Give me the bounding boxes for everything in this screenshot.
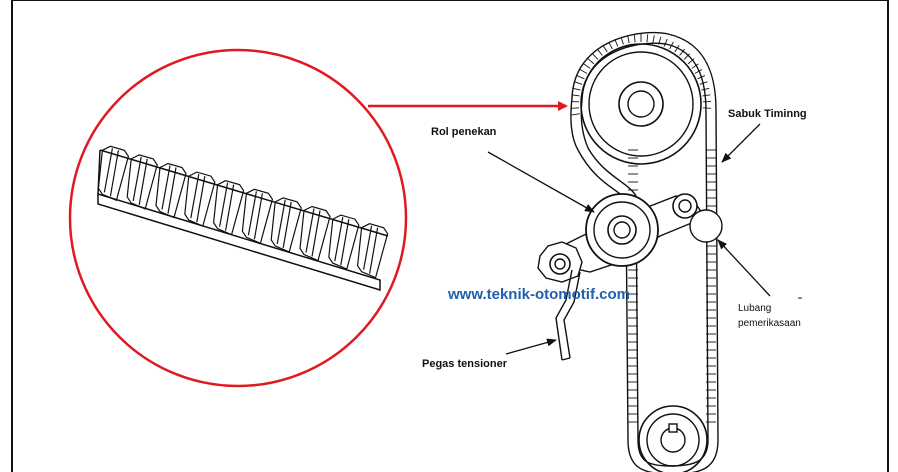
crankshaft-key [668,423,678,433]
belt-tooth-shade [103,148,119,197]
belt-tick [614,38,619,47]
label-lubang: Lubang [738,303,772,314]
timing-belt-assembly [537,31,723,472]
magnifier-circle [68,48,408,388]
leader-pegas-tensioner [505,338,557,355]
leader-lubang [717,239,771,297]
camshaft-pulley [580,43,702,165]
belt-tick [571,94,580,97]
belt-tooth-shade [190,173,206,223]
belt-tick [669,41,674,50]
belt-tick [674,45,680,53]
belt-tooth-shade [363,225,379,274]
belt-tick [694,69,703,74]
belt-tooth [184,171,216,227]
tensioner-roller-bolt [613,221,631,239]
timing-belt-outer [570,31,719,472]
belt-tick [587,58,595,65]
belt-tick [699,81,708,85]
belt-tooth-shade [132,156,148,206]
magnifier-group [68,48,408,388]
belt-tooth [328,214,360,270]
timing-belt-inner [580,42,709,467]
label-pemeriksaan: pemerikasaan [738,318,801,329]
spring-bracket-bolt [549,253,571,275]
belt-tooth [270,197,302,253]
camshaft-bolt [627,90,655,118]
belt-tick [697,75,706,80]
belt-tick [608,41,613,50]
belt-tick [663,38,668,47]
belt-tick [592,53,599,60]
tensioner-spring [555,269,581,361]
belt-tooth [241,188,274,245]
belt-tick [658,36,662,45]
leader-rol-penekan [487,151,595,213]
camshaft-hub [618,81,664,127]
belt-tick [579,69,588,74]
belt-tooth [356,223,389,279]
belt-teeth [97,145,389,279]
belt-tick [602,45,608,53]
leader-sabuk-timing [721,123,761,163]
belt-tooth-shade [305,208,321,257]
belt-tick [583,63,591,69]
outer-border [11,0,889,472]
belt-tick [701,87,710,91]
label-rol-penekan: Rol penekan [431,126,497,138]
pivot-bolt-inner [678,199,692,213]
belt-tick [597,48,603,56]
belt-tooth [299,205,331,262]
tensioner-roller-hub [607,215,637,245]
pivot-bolt [672,193,698,219]
belt-tooth-shade [276,199,292,249]
inspection-hole [689,209,723,243]
belt-tick [574,81,583,85]
belt-tick [691,63,699,69]
belt-tick [652,35,655,44]
belt-tick [679,48,685,56]
belt-tick [702,94,711,97]
belt-tooth-shade [334,216,350,266]
tensioner-roller-ring [593,201,651,259]
spring-bracket-bolt-inner [554,258,566,270]
belt-tooth [126,154,158,210]
belt-tick [572,87,581,91]
crankshaft-pulley-ring [646,413,700,467]
tensioner-roller [585,193,659,267]
camshaft-pulley-ring [588,51,694,157]
belt-tick [571,113,580,116]
label-pegas-tensioner: Pegas tensioner [422,358,507,370]
belt-tooth-shade [161,165,177,214]
belt-tick [683,53,690,60]
belt-tick [646,34,649,43]
leader-lines [487,123,771,355]
watermark-text: www.teknik-otomotif.com [448,286,630,303]
label-sabuk-timing: Sabuk Timinng [728,108,807,120]
belt-tick [620,36,624,45]
belt-tooth [212,180,245,236]
belt-tooth-shade [219,182,235,231]
belt-tooth [155,162,187,219]
belt-tooth [97,145,130,202]
belt-tick [687,58,695,65]
zoomed-belt-detail [97,145,389,292]
belt-tooth-shade [247,191,263,240]
belt-tick [627,35,630,44]
belt-tick [633,34,636,43]
belt-tick [576,75,585,80]
crankshaft-pulley [638,405,708,472]
